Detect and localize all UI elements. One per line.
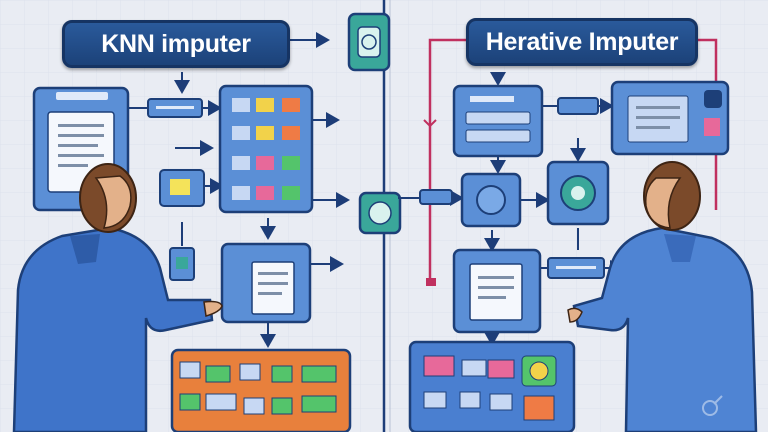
watermark-logo-icon <box>702 395 723 416</box>
person-right <box>567 161 758 432</box>
person-left <box>12 163 223 432</box>
center-icon-mid <box>358 191 402 235</box>
center-icon-top <box>347 12 391 72</box>
iterative-imputer-title: Herative Imputer <box>466 18 698 66</box>
knn-flow <box>32 32 352 432</box>
knn-imputer-title: KNN imputer <box>62 20 290 68</box>
iterative-flow <box>398 38 730 432</box>
